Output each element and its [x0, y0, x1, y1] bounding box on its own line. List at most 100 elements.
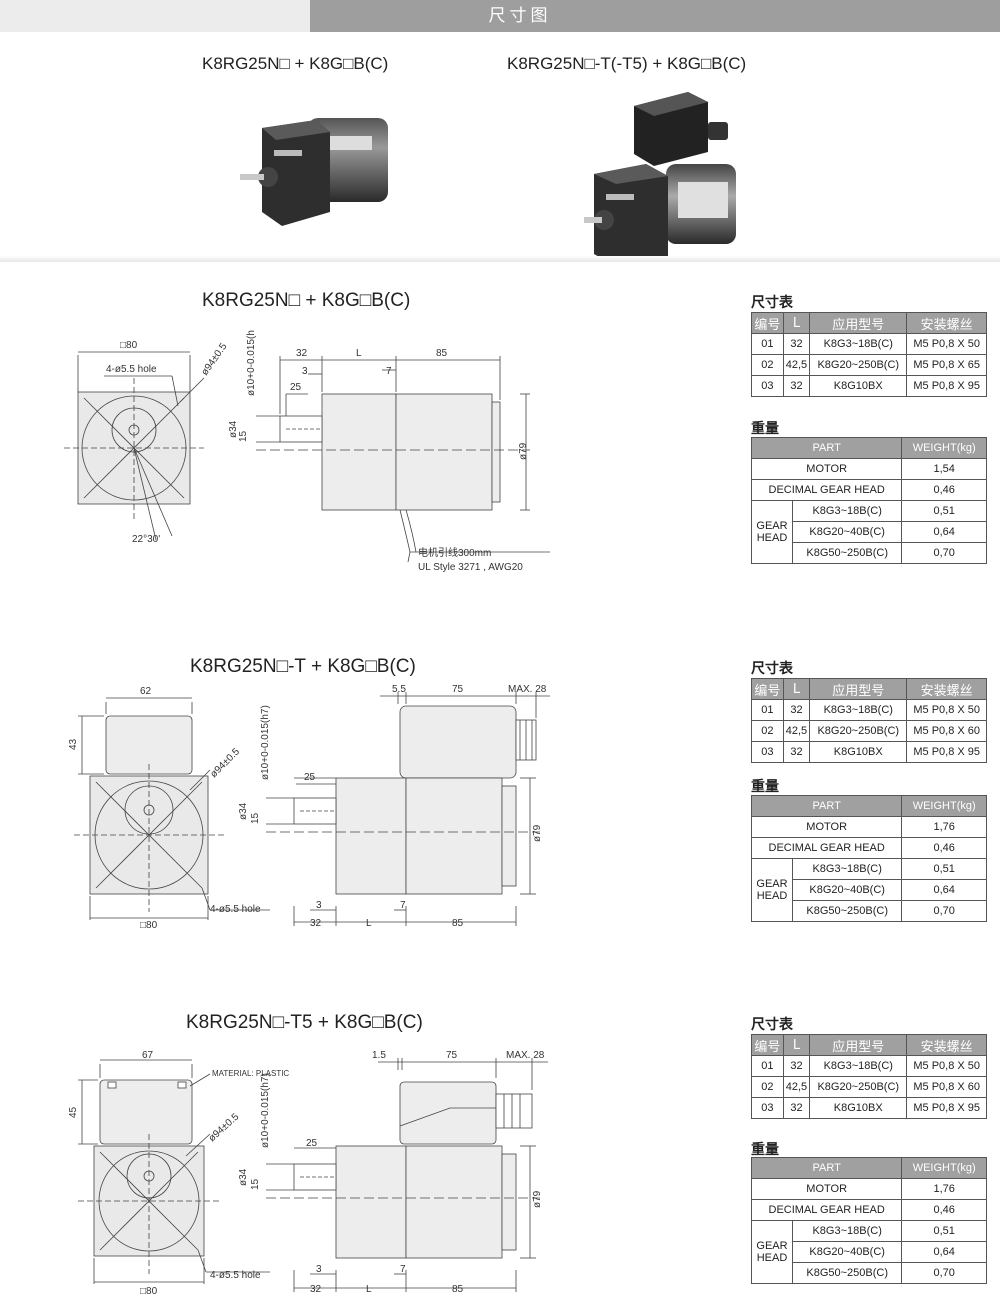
dim-15: 15 — [250, 1178, 261, 1190]
cell: 02 — [751, 720, 784, 742]
col-screw: 安装螺丝 — [906, 312, 987, 334]
material-note: MATERIAL: PLASTIC — [212, 1069, 289, 1078]
cell: 32 — [782, 1055, 811, 1077]
col-weight: WEIGHT(kg) — [901, 795, 987, 817]
cell: M5 P0,8 X 50 — [906, 1055, 987, 1077]
dim-hole: 4-ø5.5 hole — [106, 364, 157, 375]
dim-pcd: ø94±0.5 — [208, 746, 242, 780]
dim-max: MAX. 28 — [508, 684, 547, 695]
cell: 42,5 — [782, 1076, 811, 1098]
col-L: L — [782, 678, 811, 700]
col-screw: 安装螺丝 — [906, 1034, 987, 1056]
dim-angle: 22°30' — [132, 534, 160, 545]
cell: 0,64 — [901, 521, 987, 543]
dim-L: L — [366, 918, 372, 929]
dim-table-3-title: 尺寸表 — [751, 1017, 793, 1033]
header-bar-right — [310, 0, 1000, 32]
product-photo-area: K8RG25N□ + K8G□B(C) K8RG25N□-T(-T5) + K8… — [0, 32, 1000, 258]
cell: 42,5 — [782, 354, 811, 376]
col-screw: 安装螺丝 — [906, 678, 987, 700]
dim-79: ø79 — [532, 824, 543, 842]
dim-hole: 4-ø5.5 hole — [210, 1270, 261, 1281]
col-no: 编号 — [751, 312, 784, 334]
cell: 32 — [782, 333, 811, 355]
table-row: K8G50~250B(C)0,70 — [752, 900, 987, 922]
dim-79: ø79 — [518, 442, 529, 460]
dim-L: L — [356, 348, 362, 359]
motor-photo-terminal-box — [584, 92, 736, 258]
dim-7: 7 — [386, 366, 392, 377]
hero-right-model: K8RG25N□-T(-T5) + K8G□B(C) — [507, 54, 747, 73]
dim-pcd: ø94±0.5 — [207, 1111, 242, 1144]
weight-table-1-title: 重量 — [751, 421, 779, 437]
weight-table-3-title: 重量 — [751, 1142, 779, 1158]
lead-wire-spec: UL Style 3271 , AWG20 — [418, 562, 523, 573]
dim-75: 75 — [452, 684, 464, 695]
cell: K8G3~18B(C) — [791, 858, 903, 880]
cell: K8G20~40B(C) — [791, 1241, 903, 1263]
table-row: K8G20~40B(C)0,64 — [752, 521, 987, 543]
cell: 0,70 — [901, 1262, 987, 1284]
dim-75: 75 — [446, 1050, 458, 1061]
cell: M5 P0,8 X 95 — [906, 1097, 987, 1119]
table-row: K8G20~40B(C)0,64 — [752, 1241, 987, 1263]
section-3-drawing: 67 45 MATERIAL: PLASTIC □80 4-ø5.5 hole … — [68, 1050, 548, 1296]
dim-15: 15 — [238, 430, 249, 442]
cell: M5 P0,8 X 50 — [906, 333, 987, 355]
table-row: K8G50~250B(C)0,70 — [752, 1262, 987, 1284]
dim-7: 7 — [400, 1264, 406, 1275]
cell: K8G3~18B(C) — [809, 1055, 908, 1077]
cell: K8G3~18B(C) — [809, 699, 908, 721]
dim-square: □80 — [140, 920, 158, 930]
section-2-title: K8RG25N□-T + K8G□B(C) — [190, 656, 416, 677]
cell: K8G3~18B(C) — [791, 500, 903, 522]
col-weight: WEIGHT(kg) — [901, 437, 987, 459]
cell: 32 — [782, 375, 811, 397]
col-L: L — [782, 1034, 811, 1056]
page-title: 尺寸图 — [488, 6, 552, 26]
dim-5-5: 5.5 — [392, 684, 406, 695]
cell: 01 — [751, 333, 784, 355]
cell: 1,76 — [901, 816, 987, 838]
dim-45: 45 — [68, 1106, 79, 1118]
cell: 32 — [782, 699, 811, 721]
dim-shaft: ø10+0-0.015(h7) — [260, 705, 271, 780]
cell: 03 — [751, 741, 784, 763]
cell: 32 — [782, 741, 811, 763]
dim-67: 67 — [142, 1050, 154, 1061]
col-weight: WEIGHT(kg) — [901, 1157, 987, 1179]
cell: 02 — [751, 354, 784, 376]
dim-shaft: ø10+0-0.015(h7) — [260, 1073, 271, 1148]
cell: K8G50~250B(C) — [791, 542, 903, 564]
cell: M5 P0,8 X 60 — [906, 720, 987, 742]
cell: 1,76 — [901, 1178, 987, 1200]
dim-max: MAX. 28 — [506, 1050, 545, 1061]
cell: K8G3~18B(C) — [809, 333, 908, 355]
dim-7: 7 — [400, 900, 406, 911]
dim-15: 15 — [250, 812, 261, 824]
cell: M5 P0,8 X 95 — [906, 375, 987, 397]
col-part: PART — [750, 795, 903, 817]
col-model: 应用型号 — [809, 678, 908, 700]
cell: K8G10BX — [809, 375, 908, 397]
cell: 0,51 — [901, 1220, 987, 1242]
dim-shaft: ø10+0-0.015(h7) — [246, 330, 257, 396]
dim-43: 43 — [68, 738, 79, 750]
dim-85: 85 — [452, 1284, 464, 1295]
cell: 0,70 — [901, 900, 987, 922]
cell: K8G10BX — [809, 1097, 908, 1119]
